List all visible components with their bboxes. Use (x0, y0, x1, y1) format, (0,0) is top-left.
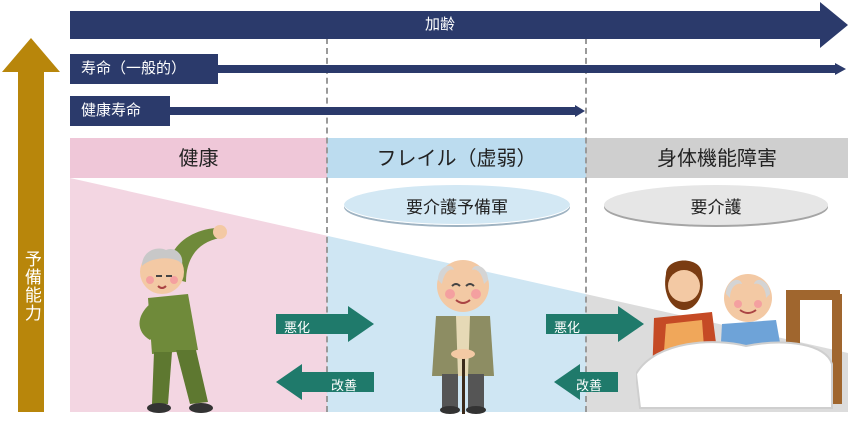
elderly-man-with-cane-icon (432, 260, 494, 414)
worsen-arrow-1 (276, 306, 374, 342)
divider-health-frail (326, 38, 328, 412)
caregiver-with-bedridden-elder-icon (636, 260, 842, 409)
reserve-capacity-label: 予備能力 (21, 250, 41, 322)
aging-label: 加齢 (425, 15, 456, 33)
divider-frail-disabled (585, 38, 587, 412)
elderly-man-stretching-icon (139, 225, 227, 413)
worsen-label-1: 悪化 (284, 321, 311, 336)
healthy-lifespan-bar (70, 96, 585, 126)
frail-header (327, 138, 586, 178)
pill-pre-care: 要介護予備軍 (344, 185, 570, 225)
improve-label-1: 改善 (331, 379, 358, 394)
disabled-header (586, 138, 848, 178)
pill-pre-care-text: 要介護予備軍 (406, 197, 508, 218)
worsen-label-2: 悪化 (554, 321, 581, 336)
column-title-disabled: 身体機能障害 (657, 146, 777, 170)
reserve-capacity-arrow (2, 38, 60, 412)
pill-care-text: 要介護 (690, 197, 742, 218)
healthy-lifespan-label: 健康寿命 (81, 101, 142, 119)
column-title-health: 健康 (178, 146, 219, 170)
lifespan-bar (70, 54, 846, 84)
improve-arrow-2 (554, 364, 618, 400)
worsen-arrow-2 (546, 306, 644, 342)
pill-care: 要介護 (604, 185, 828, 225)
aging-bar (70, 2, 848, 48)
health-header (70, 138, 327, 178)
improve-arrow-1 (276, 364, 374, 400)
lifespan-label: 寿命（一般的） (81, 59, 187, 77)
reserve-capacity-text: 予備能力 (20, 250, 41, 322)
column-title-frail: フレイル（虚弱） (376, 146, 537, 170)
improve-label-2: 改善 (576, 379, 603, 394)
